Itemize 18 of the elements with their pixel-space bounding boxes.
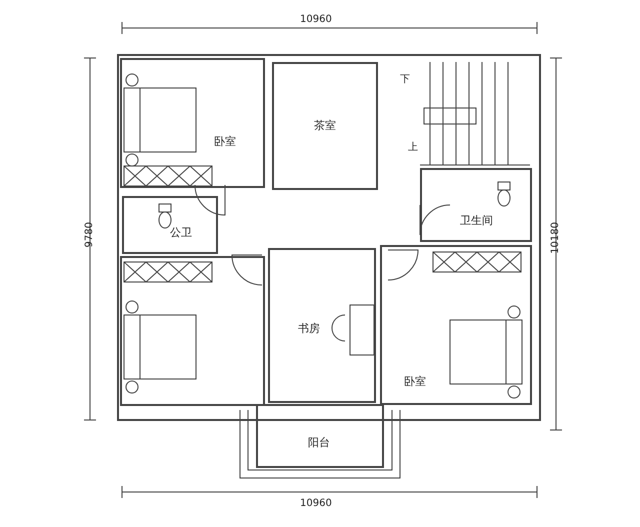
room-outline: [120, 58, 265, 188]
dimension-label: 9780: [84, 222, 96, 248]
room-outline: [420, 168, 532, 242]
room-label: 阳台: [308, 436, 330, 449]
room-label: 茶室: [314, 119, 336, 132]
room-label: 公卫: [170, 226, 192, 239]
room-outline: [120, 256, 265, 406]
room-label: 书房: [298, 322, 320, 335]
room-label: 卫生间: [460, 214, 493, 227]
room-outline: [268, 248, 376, 403]
room-outline: [256, 404, 384, 468]
room-outline: [380, 245, 532, 405]
room-label: 卧室: [214, 135, 236, 148]
room-outline: [122, 196, 218, 254]
room-outline: [272, 62, 378, 190]
room-label: 卧室: [404, 375, 426, 388]
stair-direction-label: 下: [400, 74, 410, 86]
dimension-label: 10180: [550, 222, 562, 254]
